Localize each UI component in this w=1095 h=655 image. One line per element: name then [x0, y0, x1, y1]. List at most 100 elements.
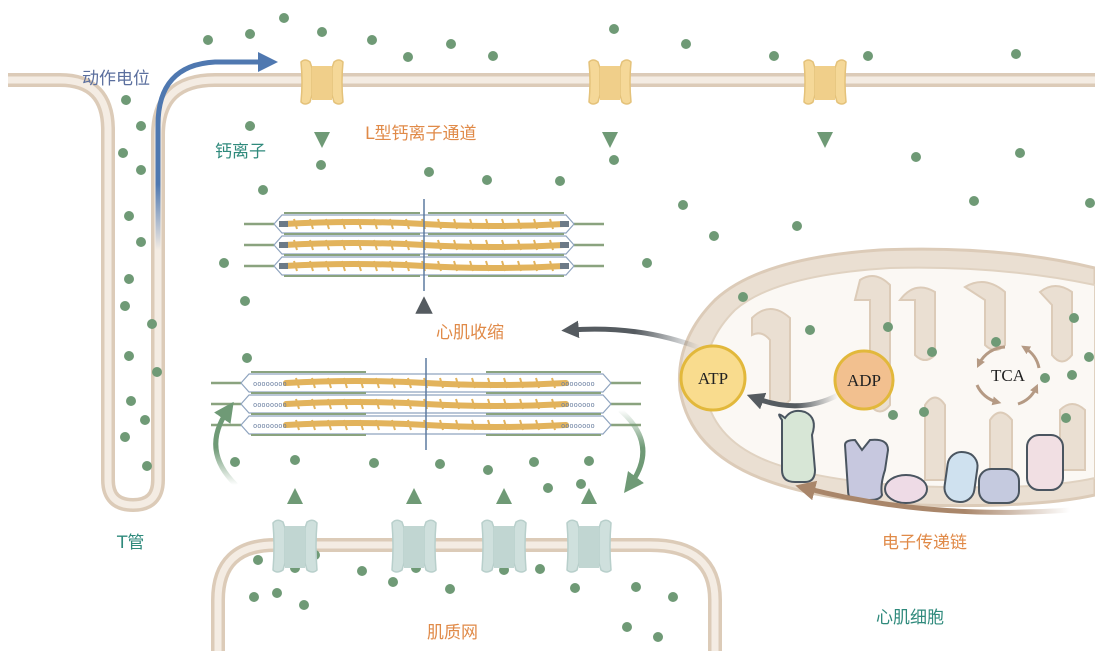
- calcium-ion-dot: [1011, 49, 1021, 59]
- myosin-head: [325, 239, 330, 251]
- z-disc-outline: [240, 373, 612, 393]
- myosin-head: [357, 260, 362, 272]
- myosin-head: [375, 398, 380, 410]
- calcium-ion-dot: [1084, 352, 1094, 362]
- calcium-ion-dot: [316, 160, 326, 170]
- myosin-head: [391, 377, 396, 389]
- calcium-reuptake-arrow-right: [618, 408, 646, 494]
- z-disc-outline: [240, 394, 612, 414]
- calcium-ion-dot: [124, 274, 134, 284]
- myosin-head: [487, 398, 492, 410]
- calcium-ion-dot: [805, 325, 815, 335]
- calcium-ion-dot: [1040, 373, 1050, 383]
- calcium-ion-dot: [482, 175, 492, 185]
- titin-block: [560, 263, 569, 269]
- myosin-head: [293, 239, 298, 251]
- myosin-head: [487, 419, 492, 431]
- myosin-head: [549, 260, 554, 272]
- calcium-ion-dot: [883, 322, 893, 332]
- myosin-head: [469, 218, 474, 230]
- complex-iii: [943, 450, 979, 504]
- myosin-head: [373, 218, 378, 230]
- channel-subunit-left: [300, 59, 313, 105]
- myosin-head: [391, 419, 396, 431]
- calcium-ion-dot: [969, 196, 979, 206]
- complex-i: [843, 438, 890, 501]
- myosin-head: [501, 218, 506, 230]
- calcium-ion-dot: [570, 583, 580, 593]
- myosin-head: [389, 260, 394, 272]
- myosin-head: [551, 398, 556, 410]
- calcium-ion-dot: [668, 592, 678, 602]
- calcium-ion-dot: [357, 566, 367, 576]
- channel-subunit-right: [513, 519, 527, 573]
- calcium-ion-dot: [120, 301, 130, 311]
- myosin-head: [519, 419, 524, 431]
- myosin-head: [357, 239, 362, 251]
- myosin-head: [327, 419, 332, 431]
- myosin-head: [405, 260, 410, 272]
- calcium-ion-dot: [529, 457, 539, 467]
- myosin-head: [485, 260, 490, 272]
- tca-label: TCA: [991, 366, 1026, 385]
- myosin-head: [551, 377, 556, 389]
- l-type-channel: [588, 42, 632, 148]
- myosin-head: [439, 419, 444, 431]
- channel-subunit-left: [481, 519, 495, 573]
- calcium-ion-dot: [136, 121, 146, 131]
- complex-iv: [978, 468, 1020, 504]
- calcium-ion-dot: [911, 152, 921, 162]
- calcium-ion-dot: [888, 410, 898, 420]
- titin-spring: oooooooo: [253, 401, 287, 409]
- electron-flow-arrow: [795, 480, 1071, 515]
- myosin-head: [293, 260, 298, 272]
- myosin-head: [453, 218, 458, 230]
- myosin-head: [309, 218, 314, 230]
- myosin-head: [471, 419, 476, 431]
- tca-cycle: TCA: [975, 345, 1041, 406]
- channel-subunit-left: [391, 519, 405, 573]
- myosin-head: [325, 218, 330, 230]
- complex-v: [1026, 434, 1064, 491]
- myosin-head: [533, 218, 538, 230]
- myosin-head: [407, 398, 412, 410]
- myosin-head: [549, 239, 554, 251]
- calcium-ion-dot: [445, 584, 455, 594]
- myosin-head: [501, 239, 506, 251]
- calcium-ion-dot: [1069, 313, 1079, 323]
- calcium-ion-dot: [576, 479, 586, 489]
- z-disc-outline: [273, 256, 575, 276]
- myosin-head: [471, 377, 476, 389]
- calcium-ion-dot: [230, 457, 240, 467]
- titin-block: [560, 242, 569, 248]
- sarcoplasmic-reticulum-membrane: [211, 538, 722, 651]
- myosin-head: [517, 239, 522, 251]
- titin-spring: oooooooo: [561, 401, 595, 409]
- calcium-ion-dot: [927, 347, 937, 357]
- calcium-ion-dot: [317, 27, 327, 37]
- calcium-ion-dot: [1085, 198, 1095, 208]
- ryr-channel: [481, 488, 527, 588]
- calcium-ion-dot: [142, 461, 152, 471]
- ryr-channel: [272, 488, 318, 588]
- myosin-head: [359, 377, 364, 389]
- calcium-ion-dot: [1067, 370, 1077, 380]
- calcium-ion-dot: [136, 165, 146, 175]
- myosin-head: [341, 260, 346, 272]
- ryanodine-receptor-channels: [272, 488, 612, 588]
- calcium-ion-dot: [424, 167, 434, 177]
- myosin-head: [389, 218, 394, 230]
- myosin-head: [503, 398, 508, 410]
- myosin-head: [517, 260, 522, 272]
- calcium-ion-dot: [535, 564, 545, 574]
- calcium-ion-dot: [403, 52, 413, 62]
- myosin-head: [295, 398, 300, 410]
- myosin-head: [503, 377, 508, 389]
- channel-subunit-right: [331, 59, 344, 105]
- calcium-ion-dot: [555, 176, 565, 186]
- t-tubule-label: T管: [117, 533, 145, 553]
- adp-molecule: ADP: [833, 349, 895, 411]
- myosin-head: [439, 398, 444, 410]
- myosin-head: [549, 218, 554, 230]
